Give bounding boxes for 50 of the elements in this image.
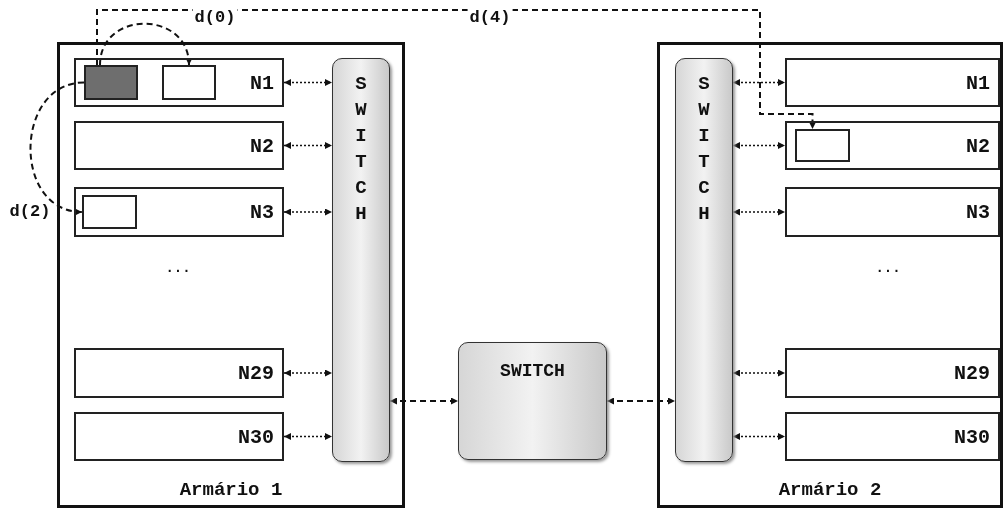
switch-bar [332, 58, 390, 462]
dashed-arrow [96, 9, 816, 130]
dotted-arrow [732, 142, 786, 149]
server-label: N29 [954, 361, 990, 385]
server-box [785, 58, 1000, 107]
vm-box [82, 195, 137, 229]
dotted-arrow [283, 369, 333, 377]
server-label: N2 [250, 134, 274, 157]
rack-label: Armário 2 [777, 479, 883, 501]
rack-frame [57, 42, 405, 508]
dotted-arrow [283, 142, 333, 149]
server-label: N3 [966, 200, 990, 224]
switch-box [458, 342, 607, 460]
dotted-arrow [283, 79, 333, 86]
server-box [74, 348, 284, 398]
server-label: N29 [238, 361, 274, 385]
dotted-arrow [283, 433, 333, 440]
dashed-arrow [29, 81, 85, 215]
server-label: N30 [238, 425, 274, 448]
dotted-arrow [732, 433, 786, 440]
server-box [74, 187, 284, 237]
dashed-arrow [606, 397, 676, 405]
server-label: N1 [966, 71, 990, 94]
vm-box [84, 65, 138, 100]
switch-bar [675, 58, 733, 462]
rack-frame [657, 42, 1003, 508]
server-box [785, 187, 1000, 237]
server-label: N1 [250, 71, 274, 94]
server-label: N3 [250, 200, 274, 224]
vm-box [162, 65, 216, 100]
dashed-arrow [99, 22, 192, 66]
server-label: N30 [954, 425, 990, 448]
server-label: N2 [966, 134, 990, 157]
dotted-arrow [732, 79, 786, 86]
rack-label: Armário 1 [178, 479, 284, 501]
switch-label: SWITCH [350, 73, 372, 229]
switch-label: SWITCH [499, 361, 566, 381]
vm-box [795, 129, 850, 162]
switch-label: SWITCH [693, 73, 715, 229]
dashed-arrow [389, 397, 459, 405]
server-box [785, 412, 1000, 461]
server-box [74, 412, 284, 461]
server-box [785, 348, 1000, 398]
dotted-arrow [732, 369, 786, 377]
dotted-arrow [283, 208, 333, 216]
server-box [74, 121, 284, 170]
server-box [74, 58, 284, 107]
server-box [785, 121, 1000, 170]
edge-label: d(0) [192, 9, 238, 27]
dotted-arrow [732, 208, 786, 216]
